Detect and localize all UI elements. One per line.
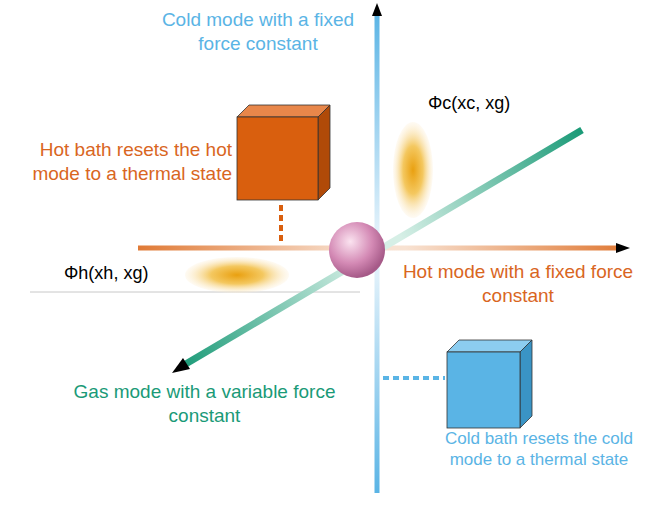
axis-label: Hot mode with a fixed force constant: [398, 260, 638, 308]
wavefunction-label: Φc(xc, xg): [428, 92, 548, 115]
wavefunction-label: Φh(xh, xg): [64, 262, 184, 285]
bath-note: Cold bath resets the cold mode to a ther…: [428, 428, 650, 471]
axis-label: Cold mode with a fixed force constant: [158, 8, 358, 56]
bath-note: Hot bath resets the hot mode to a therma…: [12, 138, 232, 186]
axis-label: Gas mode with a variable force constant: [72, 380, 337, 428]
